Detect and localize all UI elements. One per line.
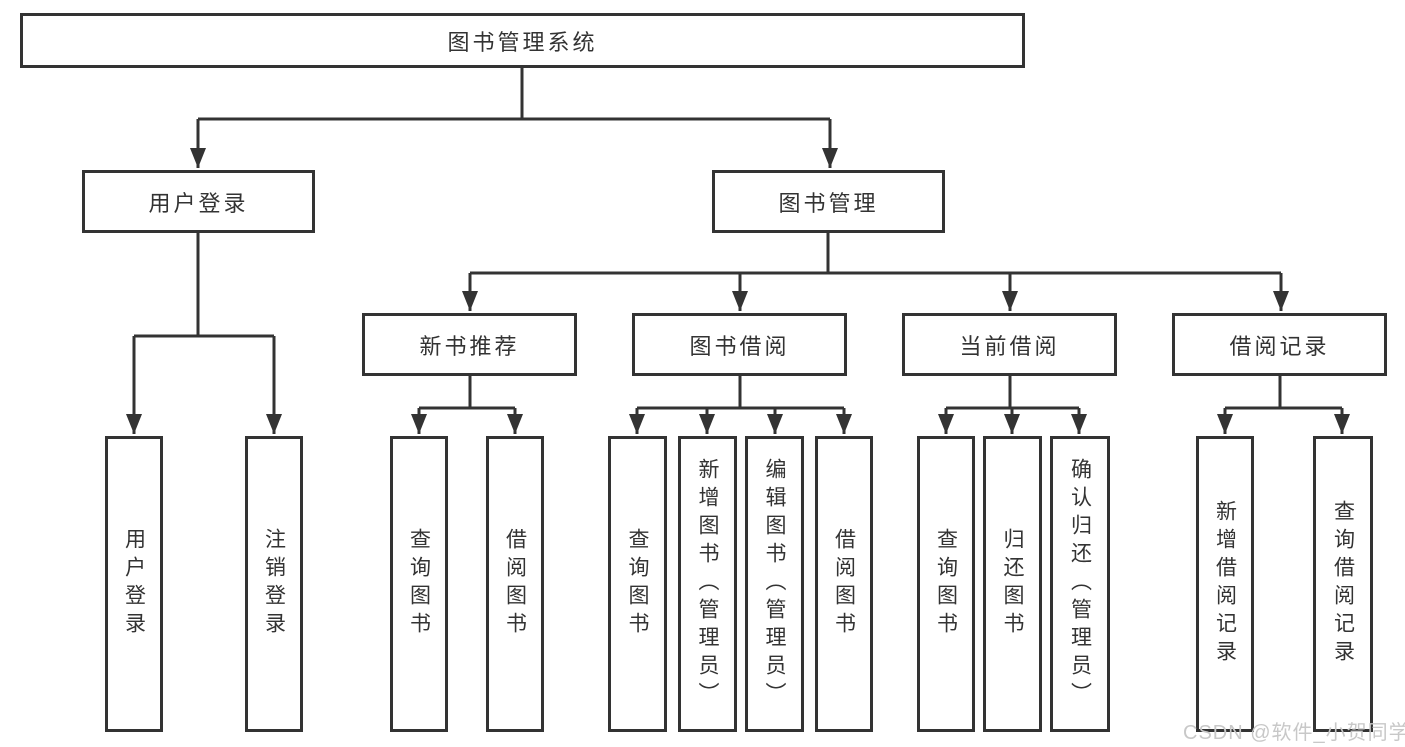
node-new-book-recommendation: 新书推荐 (362, 313, 577, 376)
connector-new-book-trunk (419, 376, 515, 410)
node-library-management-system: 图书管理系统 (20, 13, 1025, 68)
leaf-bb-add-books-admin: 新增图书（管理员） (678, 436, 737, 732)
node-user-login: 用户登录 (82, 170, 315, 233)
connector-current-borrowing-trunk (946, 376, 1079, 410)
leaf-br-query-record: 查询借阅记录 (1313, 436, 1373, 732)
leaf-nb-borrow-books: 借阅图书 (486, 436, 544, 732)
leaf-cb-query-books: 查询图书 (917, 436, 975, 732)
leaf-bb-edit-books-admin: 编辑图书（管理员） (745, 436, 804, 732)
node-current-borrowing: 当前借阅 (902, 313, 1117, 376)
leaf-br-add-record: 新增借阅记录 (1196, 436, 1254, 732)
connector-borrowing-records-trunk (1225, 376, 1342, 410)
leaf-logout-login: 注销登录 (245, 436, 303, 732)
leaf-user-login: 用户登录 (105, 436, 163, 732)
leaf-cb-return-books: 归还图书 (983, 436, 1042, 732)
connector-user-login-trunk (134, 233, 274, 338)
node-book-management: 图书管理 (712, 170, 945, 233)
csdn-watermark: CSDN @软件_小贺同学 (1183, 722, 1405, 744)
node-book-borrowing: 图书借阅 (632, 313, 847, 376)
connector-book-borrowing-trunk (637, 376, 844, 410)
connector-book-management-trunk (470, 233, 1281, 275)
leaf-nb-query-books: 查询图书 (390, 436, 448, 732)
leaf-bb-query-books: 查询图书 (608, 436, 667, 732)
leaf-bb-borrow-books: 借阅图书 (815, 436, 873, 732)
leaf-cb-confirm-return-admin: 确认归还（管理员） (1050, 436, 1110, 732)
connector-root-trunk (198, 68, 830, 121)
node-borrowing-records: 借阅记录 (1172, 313, 1387, 376)
